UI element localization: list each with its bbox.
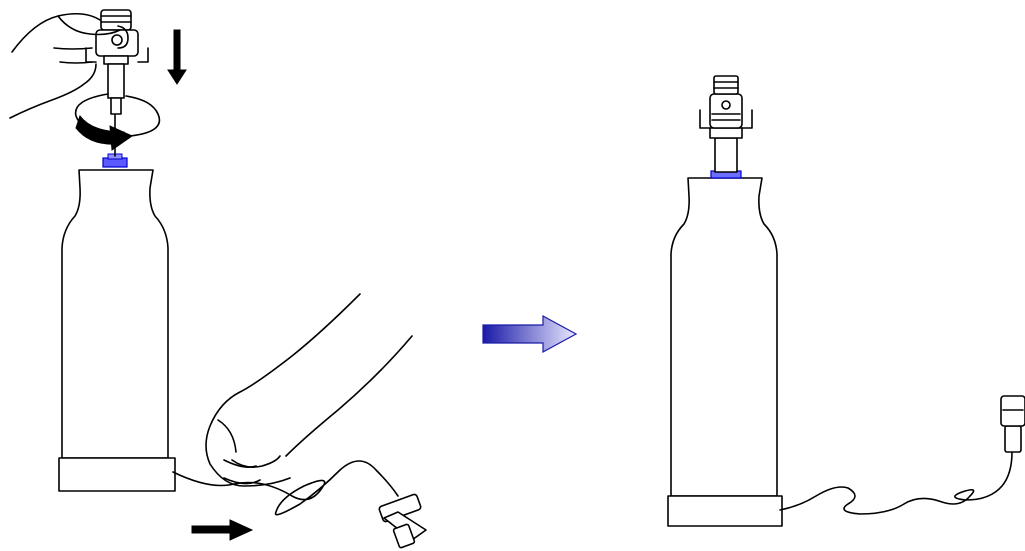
power-cord-before: [172, 460, 399, 516]
lamp-base-after: [667, 177, 783, 527]
base-pedestal: [58, 457, 176, 492]
plug-icon: [1000, 395, 1025, 453]
panel-before: [9, 9, 427, 549]
lamp-base-before: [58, 169, 176, 492]
down-arrow-icon: [167, 29, 187, 85]
power-cord-after: [779, 451, 1013, 515]
hand-icon: [205, 293, 413, 487]
base-pedestal: [667, 495, 783, 527]
rotate-arrow-icon: [74, 93, 161, 151]
transition-arrow: [482, 314, 578, 354]
plug-icon: [378, 493, 427, 549]
right-arrow-icon: [191, 519, 254, 541]
hand-icon: [9, 12, 121, 119]
lamp-socket-after: [699, 75, 753, 173]
panel-after: [667, 75, 1025, 527]
